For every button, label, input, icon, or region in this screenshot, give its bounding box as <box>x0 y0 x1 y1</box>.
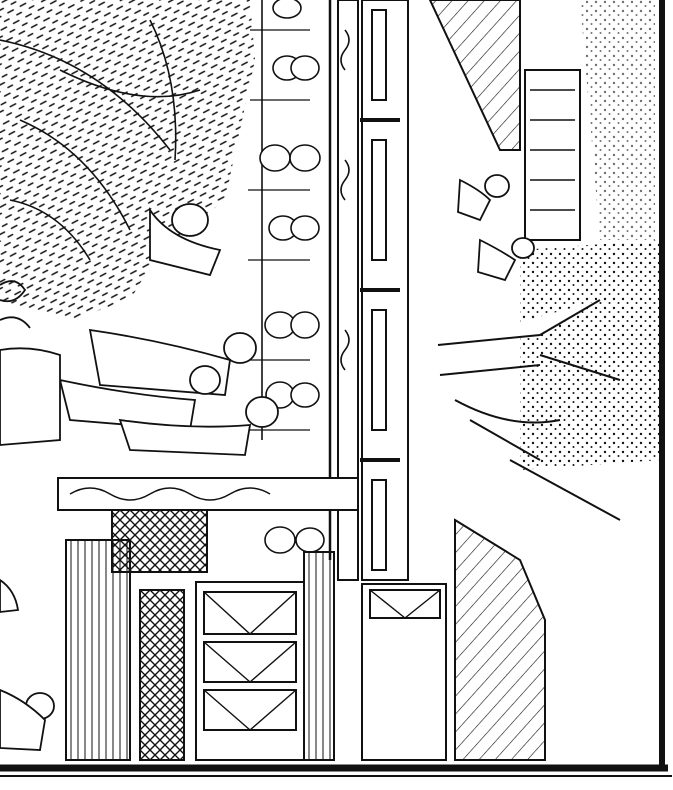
tree-canopy <box>0 0 255 320</box>
cloud-ornament <box>0 280 31 329</box>
right-tree <box>437 299 621 521</box>
figures-group <box>0 174 535 751</box>
main-pillar <box>337 0 409 581</box>
lower-pavilion <box>65 539 447 761</box>
vase-row <box>259 0 325 554</box>
baluster-ticks <box>246 29 310 431</box>
vase-railing <box>246 0 332 560</box>
slanted-roof <box>454 518 546 761</box>
ground-stipple <box>520 0 660 470</box>
upper-building <box>428 0 581 241</box>
